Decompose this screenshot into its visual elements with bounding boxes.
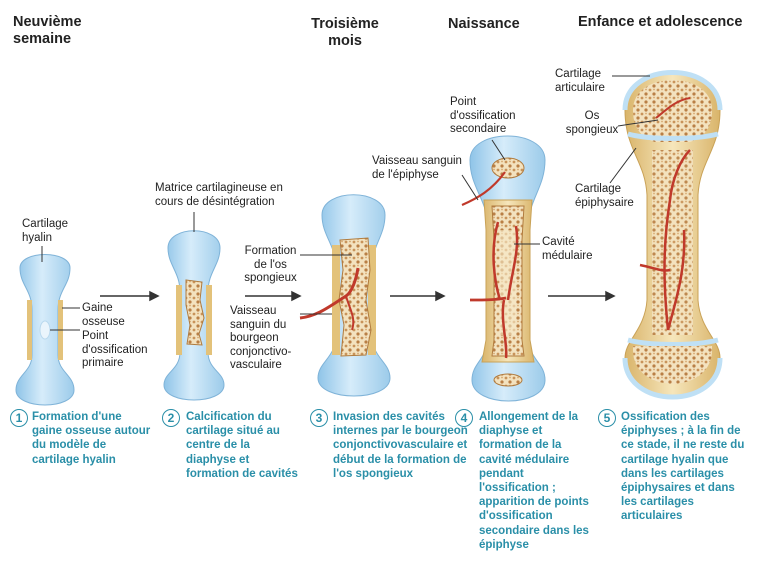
caption-step-1: Formation d'une gaine osseuse autour du … <box>32 410 152 467</box>
step-number-3: 3 <box>310 409 328 427</box>
header-stage-4: Naissance <box>448 16 568 33</box>
label-cavite-medulaire: Cavité médulaire <box>542 236 602 263</box>
label-formation-os-spongieux: Formation de l'os spongieux <box>238 245 303 286</box>
bone-stage-4 <box>462 136 545 401</box>
step-number-4: 4 <box>455 409 473 427</box>
caption-step-2: Calcification du cartilage situé au cent… <box>186 410 298 481</box>
caption-step-5: Ossification des épiphyses ; à la fin de… <box>621 410 753 524</box>
caption-step-3: Invasion des cavités internes par le bou… <box>333 410 473 481</box>
header-stage-1: Neuvième semaine <box>13 14 108 48</box>
label-point-ossification-primaire: Point d'ossification primaire <box>82 330 160 371</box>
label-vaisseau-bourgeon: Vaisseau sanguin du bourgeon conjonctivo… <box>230 305 302 373</box>
bone-stage-3 <box>300 195 390 396</box>
header-stage-3: Troisième mois <box>300 16 390 50</box>
label-cartilage-epiphysaire: Cartilage épiphysaire <box>575 183 647 210</box>
label-cartilage-articulaire: Cartilage articulaire <box>555 68 620 95</box>
label-gaine-osseuse: Gaine osseuse <box>82 302 142 329</box>
step-number-5: 5 <box>598 409 616 427</box>
label-vaisseau-epiphyse: Vaisseau sanguin de l'épiphyse <box>372 155 467 182</box>
label-matrice: Matrice cartilagineuse en cours de désin… <box>155 182 305 209</box>
label-os-spongieux: Os spongieux <box>562 110 622 137</box>
caption-step-4: Allongement de la diaphyse et formation … <box>479 410 595 552</box>
label-cartilage-hyalin: Cartilage hyalin <box>22 218 82 245</box>
bone-stage-5 <box>625 73 720 398</box>
bone-stage-2 <box>164 231 224 400</box>
step-number-2: 2 <box>162 409 180 427</box>
header-stage-5: Enfance et adolescence <box>578 14 758 31</box>
step-number-1: 1 <box>10 409 28 427</box>
label-point-ossification-secondaire: Point d'ossification secondaire <box>450 96 525 137</box>
